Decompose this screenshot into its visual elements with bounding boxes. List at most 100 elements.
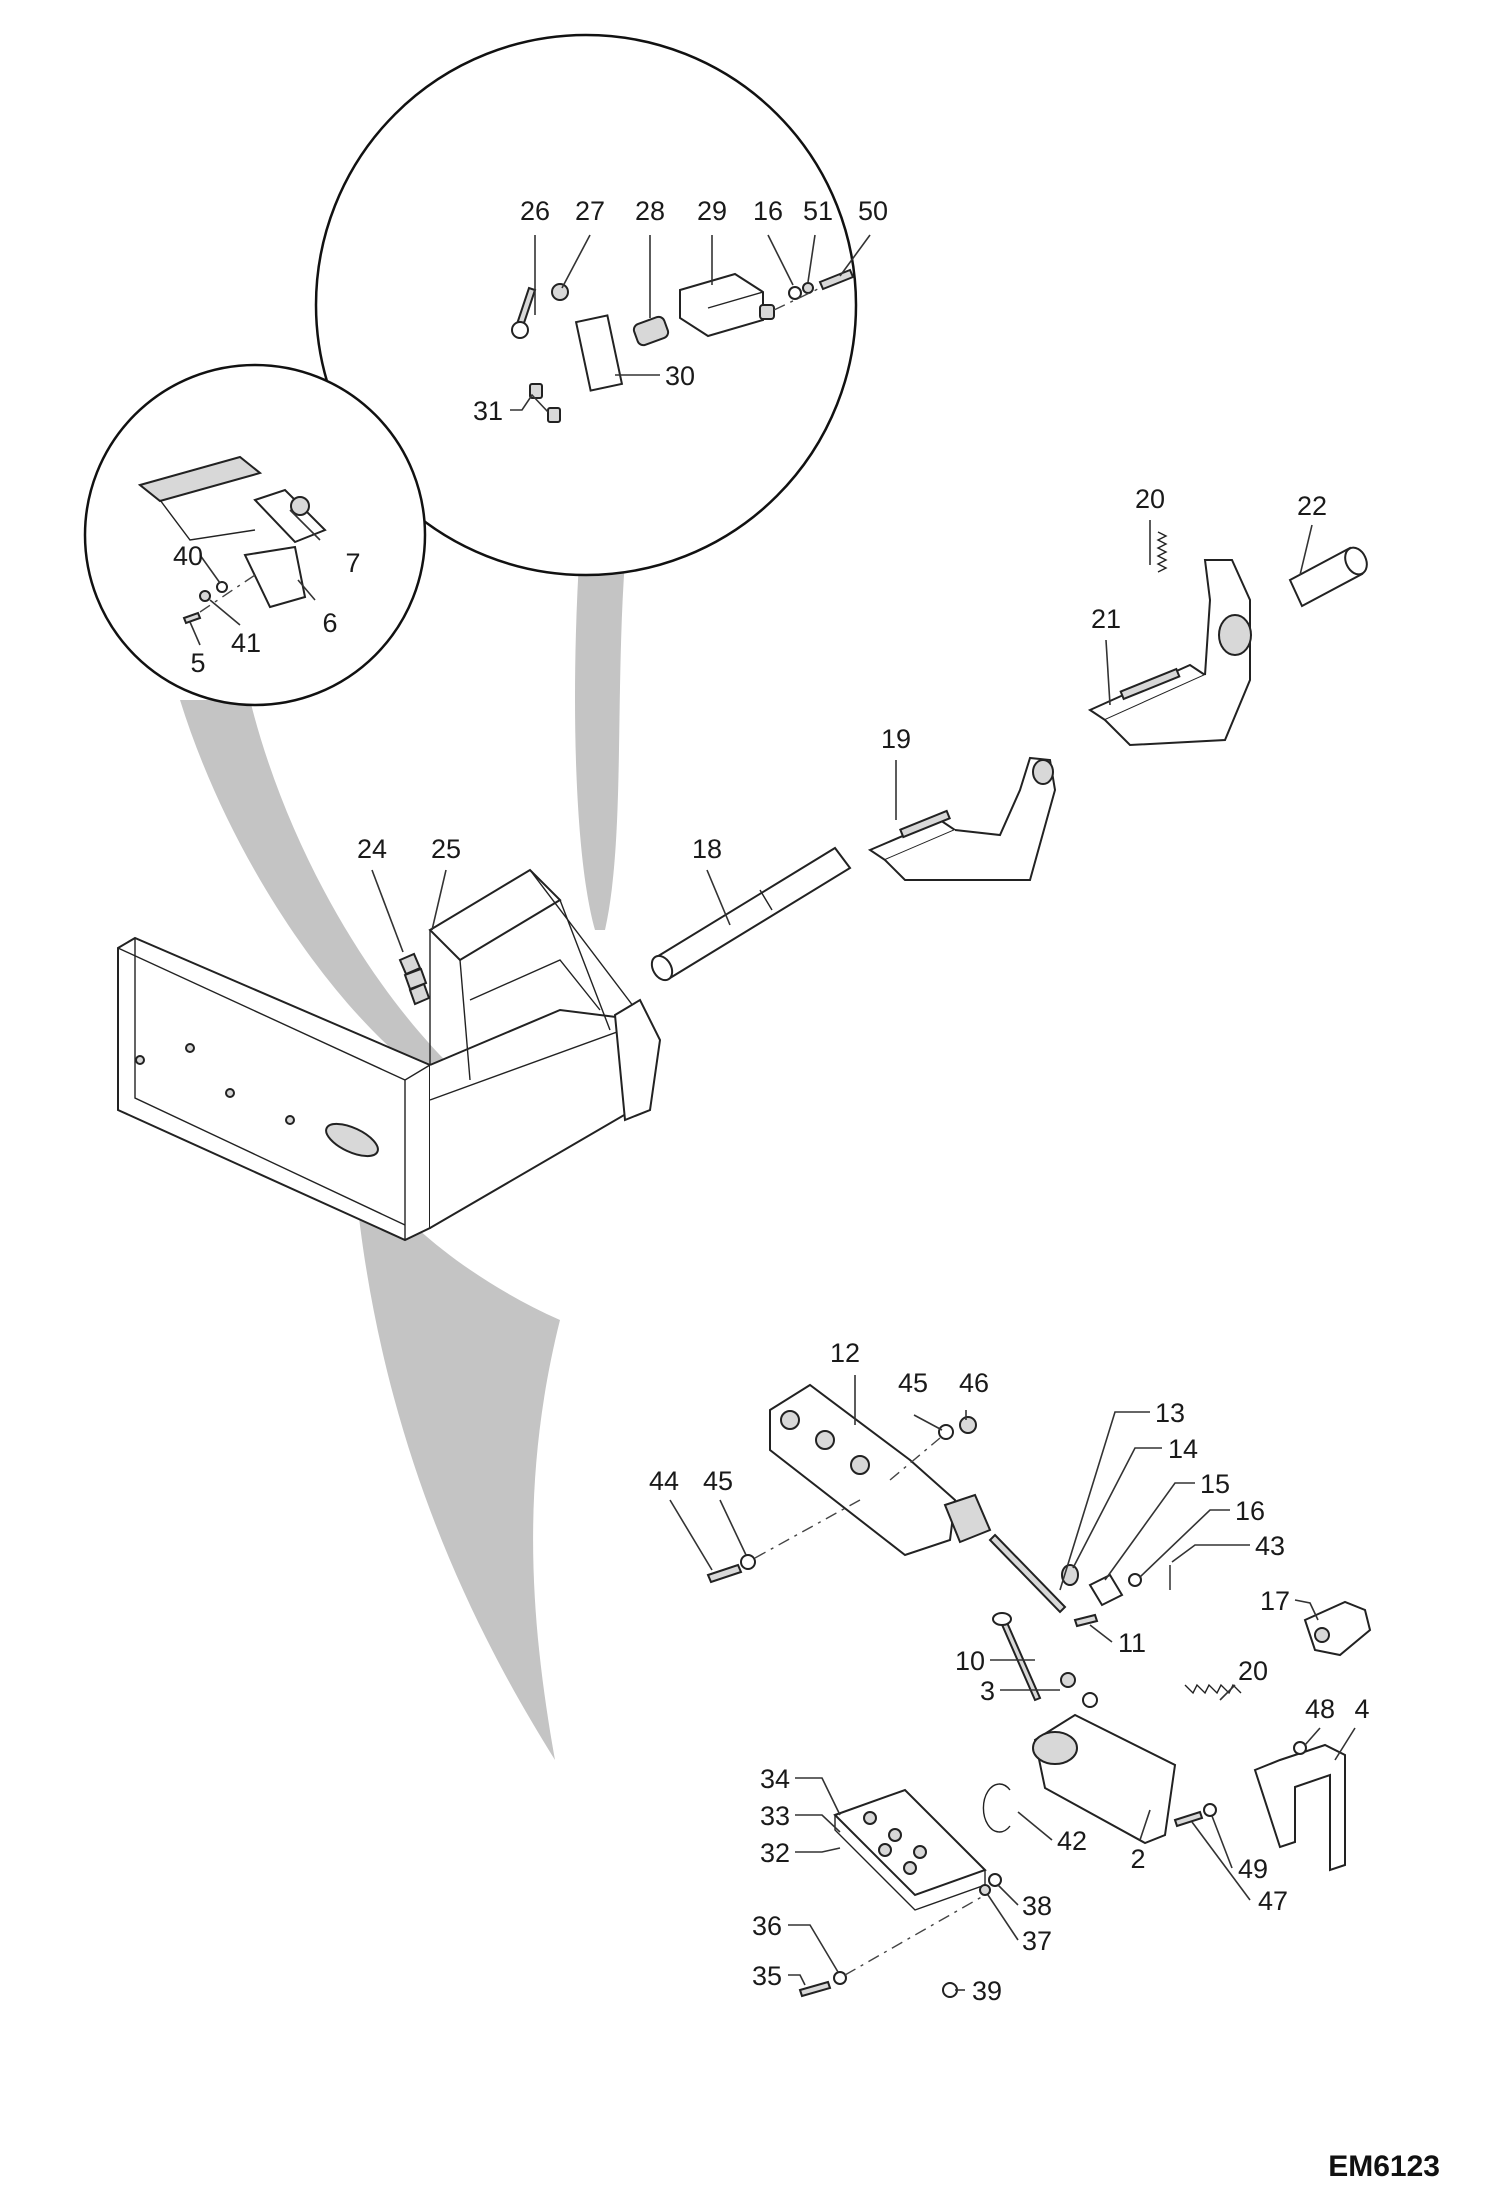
- part-36-washer: [833, 1971, 847, 1985]
- part-41-washer: [199, 590, 211, 602]
- part-42-clip: [982, 1783, 1011, 1833]
- callout-28: 28: [635, 196, 665, 226]
- part-47-bolt: [1173, 1810, 1204, 1828]
- part-5-screw: [182, 611, 202, 625]
- callout-33: 33: [760, 1801, 790, 1831]
- part-40-washer: [216, 581, 228, 593]
- callout-32: 32: [760, 1838, 790, 1868]
- callout-43: 43: [1255, 1531, 1285, 1561]
- callout-22: 22: [1297, 491, 1327, 521]
- callout-46: 46: [959, 1368, 989, 1398]
- part-13-pin: [988, 1533, 1067, 1614]
- frame-slot-hole: [325, 1122, 379, 1158]
- callout-51: 51: [803, 196, 833, 226]
- part-17-cam: [1303, 1600, 1372, 1657]
- part-4-bracket: [1253, 1743, 1346, 1872]
- callout-50: 50: [858, 196, 888, 226]
- callout-6: 6: [322, 608, 337, 638]
- callout-36: 36: [752, 1911, 782, 1941]
- callout-38: 38: [1022, 1891, 1052, 1921]
- part-26-bolt-head: [511, 321, 529, 339]
- part-49-washer: [1203, 1803, 1217, 1817]
- callout-47: 47: [1258, 1886, 1288, 1916]
- frame-side-beam: [117, 936, 431, 1242]
- callout-12: 12: [830, 1338, 860, 1368]
- callout-49: 49: [1238, 1854, 1268, 1884]
- callout-41: 41: [231, 628, 261, 658]
- switch-detail-circle: [314, 33, 858, 577]
- callout-labels: 26 27 28 29 16 51 50 30 31 40 7 6 41 5 2…: [173, 196, 1370, 2006]
- pedal-frame-assembly: [117, 868, 662, 1242]
- callout-15: 15: [1200, 1469, 1230, 1499]
- pedal-detail-parts: [137, 455, 327, 625]
- callout-31: 31: [473, 396, 503, 426]
- callout-26: 26: [520, 196, 550, 226]
- part-12-boot: [943, 1493, 992, 1544]
- callout-16-lower: 16: [1235, 1496, 1265, 1526]
- callout-24: 24: [357, 834, 387, 864]
- callout-19: 19: [881, 724, 911, 754]
- part-31-terminal-b: [547, 407, 561, 423]
- callout-18: 18: [692, 834, 722, 864]
- callout-27: 27: [575, 196, 605, 226]
- callout-37: 37: [1022, 1926, 1052, 1956]
- part-29-plunger: [759, 304, 775, 320]
- part-24-sensor: [398, 952, 422, 976]
- callout-4: 4: [1354, 1694, 1369, 1724]
- callout-20-top: 20: [1135, 484, 1165, 514]
- callout-48: 48: [1305, 1694, 1335, 1724]
- part-32-gasket-plate: [833, 1788, 987, 1897]
- detail-funnel-switch: [575, 545, 625, 930]
- part-45-washer-b: [740, 1554, 756, 1570]
- part-50-screw: [818, 268, 855, 291]
- part-16-washer: [788, 286, 802, 300]
- part-39-washer: [942, 1982, 958, 1998]
- part-35-bolt: [798, 1980, 832, 1998]
- part-20-spring-top: [1156, 531, 1168, 573]
- leader-lines: [189, 234, 1356, 1991]
- callout-5: 5: [190, 648, 205, 678]
- callout-2: 2: [1130, 1844, 1145, 1874]
- callout-30: 30: [665, 361, 695, 391]
- drawing-code: EM6123: [1328, 2150, 1440, 2183]
- part-16-washer-b: [1128, 1573, 1142, 1587]
- callout-34: 34: [760, 1764, 790, 1794]
- part-6-bracket: [243, 545, 307, 609]
- part-31-terminal-a: [529, 383, 543, 399]
- switch-detail-parts: [511, 268, 855, 423]
- part-30-bracket: [574, 314, 624, 392]
- callout-42: 42: [1057, 1826, 1087, 1856]
- part-51-washer: [802, 282, 814, 294]
- detail-funnel-valve: [355, 1180, 560, 1760]
- part-7-mount: [253, 488, 327, 544]
- part-38-washer: [988, 1873, 1002, 1887]
- callout-35: 35: [752, 1961, 782, 1991]
- pedal-detail-circle: [83, 363, 427, 707]
- callout-11: 11: [1118, 1628, 1146, 1658]
- callout-13: 13: [1155, 1398, 1185, 1428]
- part-20-spring-bottom: [1184, 1683, 1242, 1695]
- frame-side-plate: [613, 998, 662, 1122]
- callout-21: 21: [1091, 604, 1121, 634]
- part-11-pin: [1073, 1613, 1099, 1628]
- callout-16: 16: [753, 196, 783, 226]
- callout-45-upper: 45: [898, 1368, 928, 1398]
- detail-funnel-pedal: [180, 700, 460, 1075]
- callout-44: 44: [649, 1466, 679, 1496]
- callout-17: 17: [1260, 1586, 1290, 1616]
- part-7-pedal: [137, 455, 263, 503]
- part-44-bolt: [706, 1563, 743, 1584]
- callout-25: 25: [431, 834, 461, 864]
- callout-39: 39: [972, 1976, 1002, 2006]
- callout-3: 3: [980, 1676, 995, 1706]
- callout-10: 10: [955, 1646, 985, 1676]
- shaft-and-pedals: [650, 531, 1368, 982]
- part-37-washer: [979, 1884, 991, 1896]
- part-27-nut: [551, 283, 569, 301]
- callout-20-bottom: 20: [1238, 1656, 1268, 1686]
- part-46-nut: [959, 1416, 977, 1434]
- callout-40: 40: [173, 541, 203, 571]
- part-45-washer-a: [938, 1424, 954, 1440]
- part-10-bolt: [998, 1616, 1042, 1702]
